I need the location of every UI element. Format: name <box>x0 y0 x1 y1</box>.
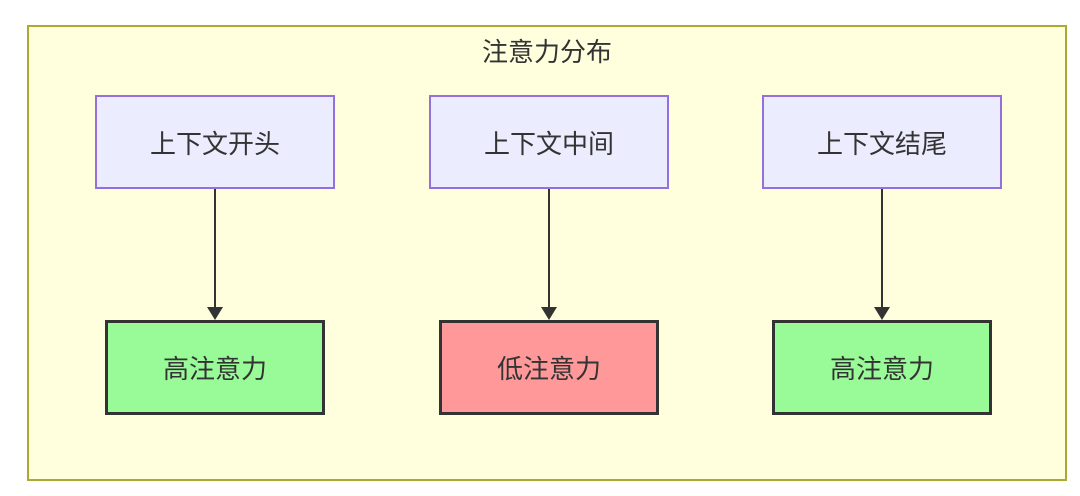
arrow-start-to-high <box>207 189 223 320</box>
arrow-middle-to-low <box>541 189 557 320</box>
node-high-attention-right: 高注意力 <box>772 320 992 415</box>
node-context-middle: 上下文中间 <box>429 95 669 189</box>
diagram-title: 注意力分布 <box>481 37 612 67</box>
node-high-attention-left: 高注意力 <box>105 320 325 415</box>
node-low-attention: 低注意力 <box>439 320 659 415</box>
node-context-start: 上下文开头 <box>95 95 335 189</box>
attention-distribution-cluster: 注意力分布 上下文开头 上下文中间 上下文结尾 高注意力 低注意力 高注意力 <box>27 25 1067 481</box>
node-context-end: 上下文结尾 <box>762 95 1002 189</box>
arrow-end-to-high <box>874 189 890 320</box>
